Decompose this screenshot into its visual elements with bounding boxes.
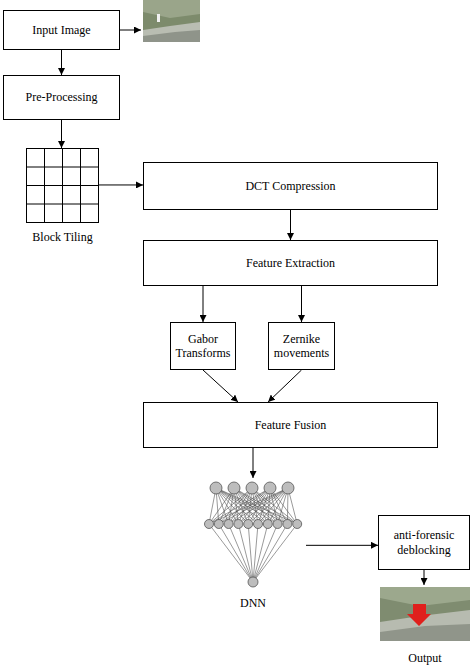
process-box: Gabor Transforms	[170, 322, 236, 370]
neuron	[234, 520, 243, 529]
output-thumbnail-part	[407, 604, 431, 626]
network-link	[253, 524, 287, 582]
flow-arrow	[306, 545, 378, 546]
neuron	[205, 520, 214, 529]
node-text-group: anti-forensic deblocking	[382, 528, 466, 557]
tiling-grid	[27, 149, 99, 223]
network-neurons	[205, 482, 302, 587]
node-text-group: Zernike movements	[272, 332, 331, 361]
process-box: Feature Extraction	[143, 240, 438, 286]
network-link	[238, 524, 253, 582]
node-label: Output	[408, 651, 441, 665]
network-link	[209, 488, 288, 524]
leader-arrow	[120, 30, 141, 31]
tiling-grid-part	[27, 167, 99, 168]
neuron	[263, 520, 272, 529]
flow-arrow	[203, 370, 238, 402]
tiling-node: Block Tiling	[26, 148, 99, 244]
neuron	[282, 482, 294, 494]
process-box: DCT Compression	[143, 162, 438, 210]
node-text-group: Feature Fusion	[255, 418, 327, 432]
output-thumbnail	[380, 587, 470, 641]
network-link	[253, 524, 297, 582]
input-thumbnail-part	[143, 30, 200, 42]
neuron	[224, 520, 233, 529]
output-thumbnail-part	[380, 624, 470, 641]
node-text-group: Output	[408, 651, 441, 665]
flow-arrow	[424, 570, 425, 585]
node-label: anti-forensic deblocking	[382, 528, 466, 557]
node-text-group: Feature Extraction	[246, 256, 335, 270]
network-link	[229, 488, 288, 524]
node-label: DNN	[240, 596, 266, 610]
neuron	[264, 482, 276, 494]
input-thumbnail-part	[143, 0, 200, 42]
neuron	[214, 520, 223, 529]
flow-arrow	[203, 286, 204, 322]
network-node: DNN	[200, 478, 306, 610]
process-box: Feature Fusion	[143, 402, 438, 448]
node-label: Input Image	[32, 23, 90, 37]
node-label: Zernike movements	[272, 332, 331, 361]
node-text-group: Pre-Processing	[26, 90, 98, 104]
network-links	[209, 488, 297, 582]
flow-arrow	[253, 448, 254, 478]
tiling-grid-part	[27, 149, 99, 223]
process-box: Zernike movements	[268, 322, 335, 370]
tiling-grid-part	[27, 204, 99, 205]
node-label: Pre-Processing	[26, 90, 98, 104]
network-link	[219, 524, 253, 582]
tiling-grid-part	[27, 185, 99, 186]
process-box: Input Image	[3, 10, 120, 50]
input-thumbnail-part	[157, 14, 160, 22]
flow-arrow	[99, 184, 143, 185]
neuron	[283, 520, 292, 529]
neuron	[273, 520, 282, 529]
node-label: Block Tiling	[32, 230, 92, 244]
neuron	[248, 577, 258, 587]
flow-arrow	[61, 50, 62, 75]
flow-arrow	[268, 370, 301, 402]
flow-arrow	[290, 210, 291, 240]
process-box: Pre-Processing	[3, 75, 120, 120]
neuron	[244, 520, 253, 529]
network-link	[209, 524, 253, 582]
neuron	[246, 482, 258, 494]
neuron	[254, 520, 263, 529]
node-text-group: Input Image	[32, 23, 90, 37]
node-text-group: DNN	[240, 596, 266, 610]
network-link	[248, 524, 253, 582]
node-label: DCT Compression	[245, 179, 335, 193]
output-thumbnail-part	[380, 587, 470, 641]
input-thumbnail	[143, 0, 200, 42]
node-text-group: Gabor Transforms	[174, 332, 232, 361]
node-label: Feature Extraction	[246, 256, 335, 270]
neuron	[228, 482, 240, 494]
network-link	[238, 488, 288, 524]
output-thumbnail-part	[380, 587, 470, 606]
output-node: Output	[378, 585, 472, 665]
node-label: Feature Fusion	[255, 418, 327, 432]
node-text-group: Block Tiling	[32, 230, 92, 244]
network-link	[229, 524, 253, 582]
flow-arrow	[301, 286, 302, 322]
network-link	[253, 524, 278, 582]
neuron	[210, 482, 222, 494]
neuron	[293, 520, 302, 529]
node-label: Gabor Transforms	[174, 332, 232, 361]
process-box: anti-forensic deblocking	[378, 515, 470, 570]
input-thumbnail-part	[143, 22, 200, 42]
flow-arrow	[61, 120, 62, 148]
input-thumbnail-part	[143, 0, 200, 18]
node-text-group: DCT Compression	[245, 179, 335, 193]
neural-network	[209, 488, 297, 582]
